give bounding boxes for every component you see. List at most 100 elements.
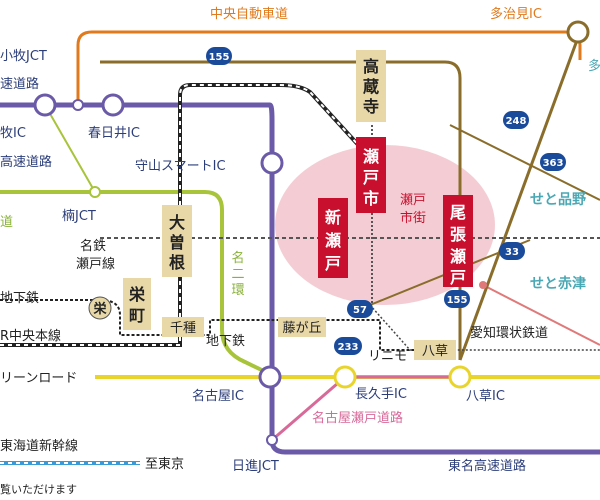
linimo-line	[369, 304, 600, 351]
setoakatsu-label: せと赤津	[530, 275, 586, 292]
kasugai-ic-node	[101, 93, 125, 117]
route-363-shield: 363	[540, 153, 566, 171]
nagakute-ic-node	[333, 365, 357, 389]
kozoji-char-3: 寺	[363, 97, 379, 116]
moriyama-ic-label: 守山スマートIC	[135, 159, 226, 174]
route-155-top-number: 155	[209, 52, 230, 63]
setoshigai-line1: 瀬戸	[400, 193, 426, 208]
meitetsu-seto-label-2: 瀬戸線	[76, 256, 115, 272]
fujigaoka-label: 藤が丘	[282, 321, 321, 336]
chuo-expressway-label: 中央自動車道	[210, 7, 288, 22]
owariseto-box	[443, 195, 473, 287]
sakaemachi-char-1: 栄	[128, 285, 146, 304]
route-155-bottom-number: 155	[447, 295, 468, 306]
nisshin-jct-node	[266, 434, 278, 446]
setoshinano-label: せと品野	[530, 192, 586, 208]
kusunoki-link	[44, 104, 96, 193]
shinkansen-label: 東海道新幹線	[0, 438, 78, 454]
aichi-loop-railway-east	[458, 31, 582, 361]
setoshi-char-3: 市	[363, 189, 379, 208]
moriyama-ic-node	[260, 151, 284, 175]
komaki-ic-node	[33, 93, 57, 117]
nagoya-ic-node	[258, 365, 282, 389]
route-248-shield: 248	[503, 111, 529, 129]
shinseto-char-2: 瀬	[325, 231, 341, 250]
route-57-shield: 57	[347, 300, 373, 318]
yagusa-ic-label: 八草IC	[466, 389, 505, 404]
nagoya-ic-label: 名古屋IC	[192, 388, 244, 404]
owariseto-char-4: 戸	[450, 268, 466, 287]
route-363-number: 363	[543, 158, 564, 169]
chikusa-label: 千種	[170, 320, 196, 336]
kozoji-box	[356, 50, 386, 122]
chikusa-box	[162, 317, 204, 337]
truncated-top-label: 多	[588, 58, 600, 74]
ozone-char-2: 曽	[169, 233, 185, 252]
setoshi-char-1: 瀬	[363, 147, 379, 166]
owariseto-char-1: 尾	[450, 203, 466, 222]
nagakute-ic-label: 長久手IC	[355, 387, 407, 402]
shinseto-box	[318, 198, 348, 278]
route-248-number: 248	[506, 116, 527, 127]
footer-note: 覧いただけます	[0, 482, 77, 496]
komaki-ic-label: 牧IC	[0, 126, 26, 141]
setoshigai-line2: 市街	[400, 210, 426, 226]
sakae-label: 栄	[92, 301, 107, 317]
aichi-loop-label: 愛知環状鉄道	[470, 325, 548, 341]
shinseto-char-1: 新	[325, 208, 341, 227]
seto-akatsu-line	[482, 284, 600, 346]
yagusa-ic-node	[448, 365, 472, 389]
meinikan-char-1: 名	[231, 250, 244, 266]
sakaemachi-char-2: 町	[129, 306, 145, 325]
yagusa-box	[414, 340, 456, 360]
yagusa-label: 八草	[422, 344, 448, 359]
jr-chuo-line-dash	[0, 84, 373, 346]
komaki-jct-node	[72, 99, 84, 111]
kasugai-ic-label: 春日井IC	[88, 126, 140, 141]
route-57-number: 57	[353, 305, 367, 316]
komaki-jct-label: 小牧JCT	[0, 49, 47, 64]
tajimi-ic-label: 多治見IC	[490, 6, 542, 22]
route-33-shield: 33	[499, 242, 525, 260]
ozone-char-3: 根	[169, 253, 185, 272]
ozone-box	[162, 205, 192, 277]
shinseto-char-3: 戸	[325, 254, 341, 273]
meinikan-line	[0, 190, 271, 376]
tajimi-ic-node	[566, 20, 590, 44]
sakae-station-circle	[88, 296, 112, 320]
route-233-shield: 233	[334, 337, 362, 355]
route-155-bottom-shield: 155	[444, 290, 470, 308]
meitetsu-seto-label-1: 名鉄	[80, 238, 106, 254]
green-road-label: リーンロード	[0, 371, 77, 386]
kusunoki-jct-label: 楠JCT	[62, 209, 96, 224]
jr-chuo-line-label: R中央本線	[0, 328, 61, 344]
seto-akatsu-node	[479, 281, 487, 289]
brown-diagonal-1	[449, 124, 600, 201]
route-33-number: 33	[505, 247, 519, 258]
fujigaoka-box	[278, 317, 326, 337]
aichi-loop-railway-line	[100, 60, 462, 360]
ozone-char-1: 大	[169, 213, 185, 232]
meinikan-char-2: 二	[231, 267, 244, 282]
nagoya-seto-road-label: 名古屋瀬戸道路	[312, 410, 403, 426]
sakaemachi-box	[123, 278, 151, 330]
route-155-top-shield: 155	[206, 47, 232, 65]
route-233-number: 233	[338, 342, 359, 353]
owariseto-char-2: 張	[450, 225, 467, 244]
setoshi-char-2: 戸	[363, 168, 379, 187]
kozoji-char-2: 蔵	[363, 77, 379, 96]
chuo-expressway-line	[76, 30, 582, 105]
subway-label-a: 地下鉄	[0, 291, 39, 306]
meinikan-char-3: 環	[231, 283, 244, 298]
owariseto-char-3: 瀬	[450, 247, 466, 266]
tomei-expressway-label: 東名高速道路	[448, 458, 526, 474]
michi-label: 道	[0, 215, 13, 230]
kusunoki-jct-node	[89, 186, 101, 198]
setoshi-box	[356, 137, 386, 213]
linimo-label: リニモ	[368, 349, 407, 364]
expressway-left-label-1: 速道路	[0, 76, 39, 92]
kozoji-char-1: 高	[363, 57, 379, 76]
subway-label-b: 地下鉄	[206, 334, 245, 349]
expressway-purple-line	[0, 102, 600, 455]
